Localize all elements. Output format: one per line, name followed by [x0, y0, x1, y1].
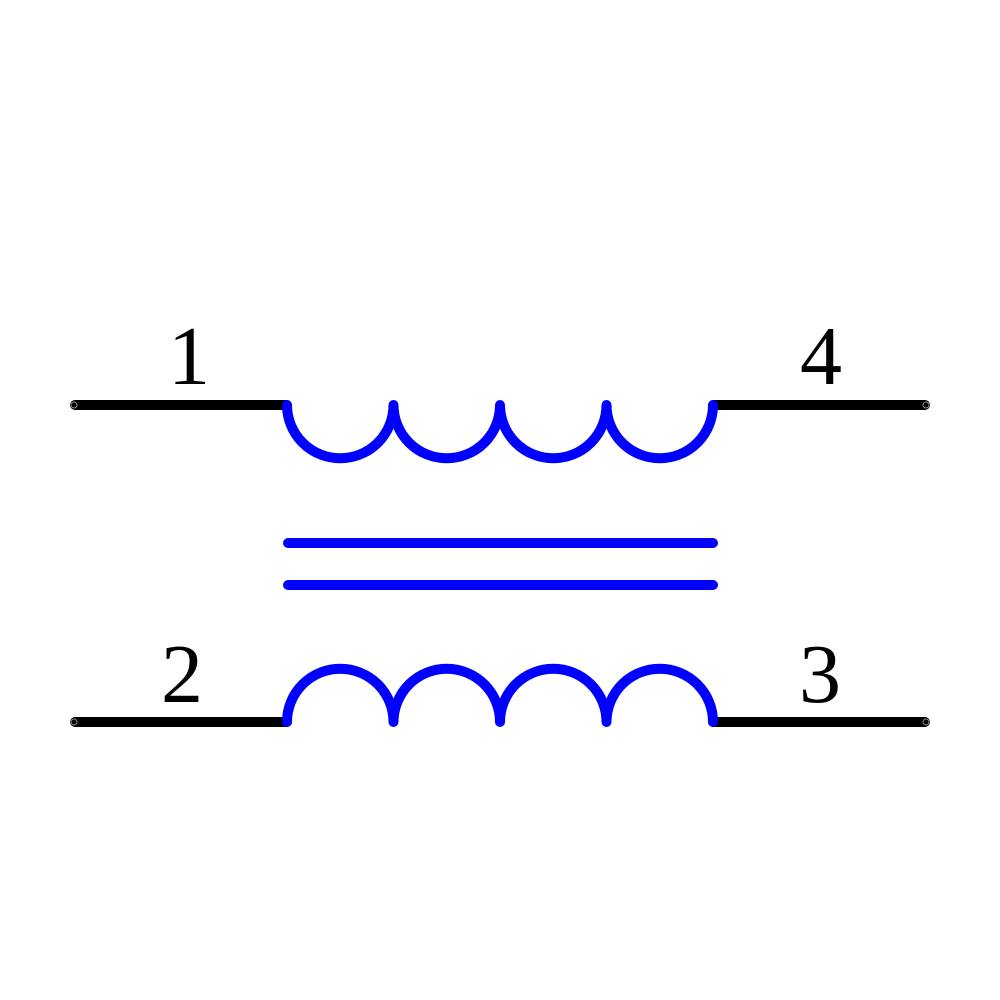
pin-4[interactable]: 4 — [708, 310, 930, 410]
pin-1-endpoint-icon — [70, 401, 78, 409]
pin-4-endpoint-icon — [922, 401, 930, 409]
pin-3[interactable]: 3 — [708, 628, 930, 727]
pin-2-label: 2 — [161, 628, 203, 721]
pin-4-label: 4 — [800, 310, 842, 403]
pin-1[interactable]: 1 — [70, 310, 292, 410]
pin-2-endpoint-icon — [70, 718, 78, 726]
top-winding-coil-icon — [282, 400, 718, 464]
pin-3-label: 3 — [799, 628, 841, 721]
pin-1-label: 1 — [168, 310, 210, 403]
pin-2[interactable]: 2 — [70, 628, 292, 727]
pin-3-endpoint-icon — [922, 718, 930, 726]
bottom-winding-coil-icon — [282, 663, 718, 727]
